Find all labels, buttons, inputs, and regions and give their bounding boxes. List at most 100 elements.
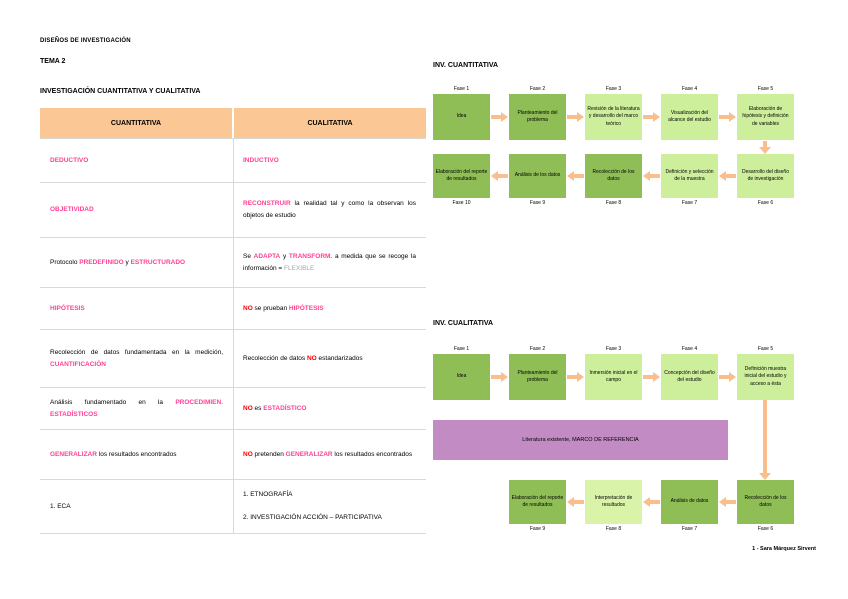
text-segment: Recolección de datos (243, 354, 307, 362)
flow-box-text: Recolección de los datos (592, 168, 635, 183)
doc-header: DISEÑOS DE INVESTIGACIÓN (40, 38, 131, 44)
table-row: Protocolo PREDEFINIDO y ESTRUCTURADO Se A… (40, 238, 426, 288)
cell-text: DEDUCTIVO (50, 155, 223, 167)
text-segment: HIPÓTESIS (50, 304, 85, 312)
flow-box-text: Visualización del alcance del estudio (668, 109, 711, 124)
flow-cualitativa-title: INV. CUALITATIVA (433, 320, 494, 327)
arrow-cell (642, 154, 661, 208)
flow-box-text: Concepción del diseño del estudio (664, 369, 715, 384)
flow-box: Elaboración de hipótesis y definición de… (737, 94, 794, 140)
table-cell-cualitativa: NO es ESTADÍSTICO (233, 388, 426, 429)
flow-step: Fase 4 Concepción del diseño del estudio (661, 344, 718, 400)
text-segment: Análisis fundamentado en la (50, 398, 176, 406)
arrow-right-icon (491, 112, 508, 122)
table-row: Análisis fundamentado en la PROCEDIMIEN.… (40, 388, 426, 430)
flow-cuantitativa-connector (433, 140, 794, 154)
arrow-right-icon (719, 112, 736, 122)
arrow-cell (566, 154, 585, 208)
table-cell-cuantitativa: 1. ECA (40, 480, 233, 533)
fase-label: Fase 6 (757, 200, 774, 206)
flow-box-text: Planteamiento del problema (517, 109, 558, 124)
text-segment: es (252, 404, 264, 412)
text-segment: NO (243, 450, 253, 458)
flow-box: Inmersión inicial en el campo (585, 354, 642, 400)
text-segment: Se (243, 252, 254, 260)
arrow-cell (566, 344, 585, 400)
flow-box-text: Revisión de la literatura y desarrollo d… (587, 105, 640, 127)
fase-label: Fase 2 (529, 346, 546, 352)
text-segment: RECONSTRUIR (243, 200, 291, 208)
table-body: DEDUCTIVO INDUCTIVO OBJETIVIDAD RECONSTRUIR… (40, 138, 426, 534)
flow-box-text: Planteamiento del problema (517, 369, 558, 384)
cell-text: Se ADAPTA y TRANSFORM. a medida que se r… (243, 251, 416, 274)
flow-box-text: Recolección de los datos (744, 494, 787, 509)
text-segment: los resultados encontrados (332, 450, 413, 458)
arrow-cell (490, 154, 509, 208)
table-row: OBJETIVIDAD RECONSTRUIR la realidad tal y… (40, 183, 426, 238)
cell-text: Recolección de datos NO estandarizados (243, 353, 416, 365)
arrow-right-icon (643, 112, 660, 122)
section-title: INVESTIGACIÓN CUANTITATIVA Y CUALITATIVA (40, 88, 201, 95)
flow-box-text: Elaboración del reporte de resultados (435, 168, 488, 183)
text-segment: NO (243, 304, 253, 312)
arrow-cell (642, 480, 661, 534)
literature-banner: Literatura existente, MARCO DE REFERENCI… (433, 420, 728, 460)
page-footer: 1 - Sara Márquez Sirvent (752, 546, 816, 552)
flow-box: Revisión de la literatura y desarrollo d… (585, 94, 642, 140)
arrow-cell (566, 480, 585, 534)
arrow-cell (718, 344, 737, 400)
table-cell-cuantitativa: Recolección de datos fundamentada en la … (40, 330, 233, 387)
fase-label: Fase 9 (529, 200, 546, 206)
text-segment: 2. INVESTIGACIÓN ACCIÓN – PARTICIPATIVA (243, 514, 382, 522)
fase-label: Fase 4 (681, 346, 698, 352)
flow-box: Desarrollo del diseño de investigación (737, 154, 794, 198)
arrow-left-icon (567, 171, 584, 181)
flow-box: Interpretación de resultados (585, 480, 642, 524)
arrow-cell (490, 344, 509, 400)
arrow-cell (566, 84, 585, 140)
cell-text: INDUCTIVO (243, 155, 416, 167)
text-segment: OBJETIVIDAD (50, 206, 94, 214)
table-cell-cuantitativa: DEDUCTIVO (40, 139, 233, 182)
fase-label: Fase 10 (452, 200, 471, 206)
flow-box: Definición y selección de la muestra (661, 154, 718, 198)
flow-cuantitativa-title: INV. CUANTITATIVA (433, 62, 499, 69)
text-segment: los resultados encontrados (96, 450, 177, 458)
flow-box-text: Interpretación de resultados (594, 494, 633, 509)
text-segment: GENERALIZAR (50, 450, 97, 458)
text-segment: NO (243, 404, 253, 412)
flow-box-text: Análisis de datos (670, 498, 709, 505)
text-segment: a medida que se recoge la información = (243, 252, 416, 272)
arrow-cell (718, 84, 737, 140)
cell-text: 1. ECA (50, 501, 223, 513)
fase-label: Fase 3 (605, 86, 622, 92)
text-segment: PREDEFINIDO (79, 258, 124, 266)
text-segment: se prueban (252, 304, 289, 312)
flow-box-text: Idea (456, 113, 467, 120)
text-segment: la realidad tal y como la observan los o… (243, 200, 416, 219)
arrow-cell (490, 84, 509, 140)
flow-box-text: Inmersión inicial en el campo (589, 369, 638, 384)
flow-box: Recolección de los datos (737, 480, 794, 524)
table-cell-cuantitativa: Análisis fundamentado en la PROCEDIMIEN.… (40, 388, 233, 429)
text-segment: ESTADÍSTICO (263, 404, 307, 412)
table-cell-cuantitativa: Protocolo PREDEFINIDO y ESTRUCTURADO (40, 238, 233, 287)
arrow-cell (718, 480, 737, 534)
fase-label: Fase 8 (605, 200, 622, 206)
arrow-left-icon (643, 171, 660, 181)
